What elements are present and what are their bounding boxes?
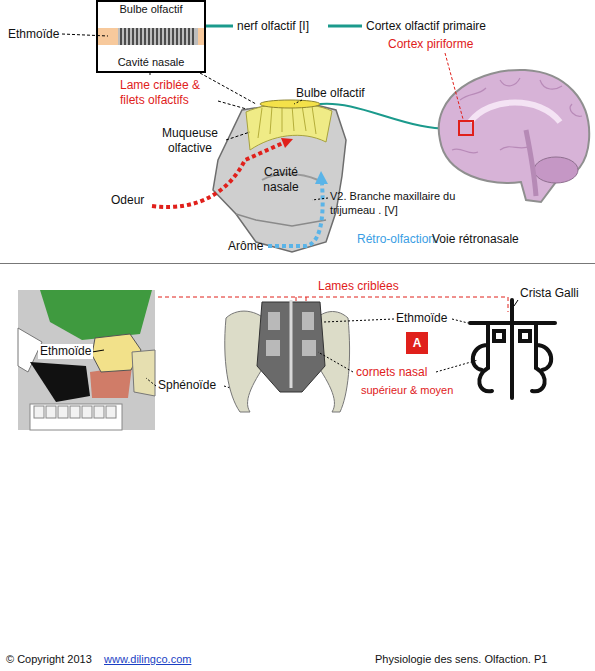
leader-line — [514, 300, 518, 306]
structure-label: cornets nasal — [356, 365, 427, 380]
sphenoid-bone — [132, 350, 155, 396]
nerve-label: V2. Branche maxillaire du trijumeau . [V… — [330, 190, 464, 218]
leader-line — [452, 319, 468, 323]
leader-line — [318, 352, 353, 372]
leader-line — [324, 319, 394, 322]
leader-line — [445, 53, 463, 119]
nasal-airway — [30, 362, 90, 402]
perpendicular-plate — [290, 300, 293, 388]
bone-label: Crista Galli — [520, 286, 579, 301]
leader-line — [218, 101, 250, 110]
teeth — [34, 406, 116, 418]
page-footer: Physiologie des sens. Olfaction. P1 — [375, 653, 547, 667]
node-text: A — [413, 337, 422, 349]
structure-label: Muqueuse olfactive — [150, 126, 230, 156]
structure-label: Lame criblée & filets olfactifs — [120, 78, 220, 108]
ethmoid-band — [98, 28, 204, 45]
bone-label: Ethmoïde — [8, 27, 59, 42]
gyri — [452, 78, 582, 153]
leader-line — [150, 73, 151, 77]
piriform-marker — [459, 121, 473, 135]
palate — [236, 214, 326, 226]
structure-label: supérieur & moyen — [361, 384, 453, 398]
copyright: © Copyright 2013 — [6, 653, 92, 667]
frontal-region — [40, 290, 152, 340]
pathway-label: Voie rétronasale — [432, 232, 519, 247]
node-text: Cavité nasale — [118, 56, 185, 69]
arrow-head — [281, 138, 293, 148]
cortex-label: Cortex olfactif primaire — [366, 19, 486, 34]
arrow-head — [315, 171, 328, 184]
olfactory-bulb — [260, 100, 320, 108]
node-text: Bulbe olfactif — [120, 3, 183, 16]
olfactory-mucosa — [246, 104, 332, 150]
bracket-label: Lames criblées — [318, 279, 399, 294]
schematic-box: Bulbe olfactifCavité nasale — [96, 0, 206, 73]
leader-line — [294, 100, 302, 104]
leader-line — [200, 73, 256, 104]
cortex-label: Cortex piriforme — [388, 37, 473, 52]
stimulus-label: Odeur — [111, 193, 144, 208]
structure-label: Bulbe olfactif — [296, 86, 365, 101]
callout-square: A — [406, 332, 428, 354]
cavity-label: Cavité nasale — [252, 165, 310, 195]
skull-section — [18, 290, 155, 430]
cribriform-plate — [118, 28, 198, 45]
leader-line — [62, 34, 108, 36]
olfactory-filaments — [258, 105, 316, 138]
pathway-label: Rétro-olfaction. — [357, 232, 438, 247]
nerve-label: nerf olfactif [I] — [237, 19, 309, 34]
bone-label: Sphénoïde — [158, 378, 216, 393]
nasal-cavity — [213, 101, 346, 252]
corpus-callosum — [470, 103, 560, 123]
bone-label: Ethmoïde — [38, 344, 93, 359]
olfactory-filaments — [121, 28, 193, 45]
stimulus-label: Arôme — [228, 239, 263, 254]
cerebellum — [534, 157, 578, 183]
brainstem — [526, 130, 536, 196]
leader-line — [92, 350, 104, 352]
leader-line — [312, 198, 328, 200]
olfactory-nerve-line — [206, 25, 233, 28]
leader-line — [226, 132, 250, 140]
separator — [0, 263, 595, 264]
ethmoid-outline — [470, 300, 555, 398]
bracket — [150, 297, 508, 312]
olfactory-nerve-line — [328, 25, 362, 28]
brain — [439, 70, 590, 202]
leader-line — [146, 378, 156, 386]
jaw — [30, 404, 122, 430]
website-link: www.dilingco.com — [104, 653, 191, 667]
bone-label: Ethmoïde — [396, 311, 447, 326]
